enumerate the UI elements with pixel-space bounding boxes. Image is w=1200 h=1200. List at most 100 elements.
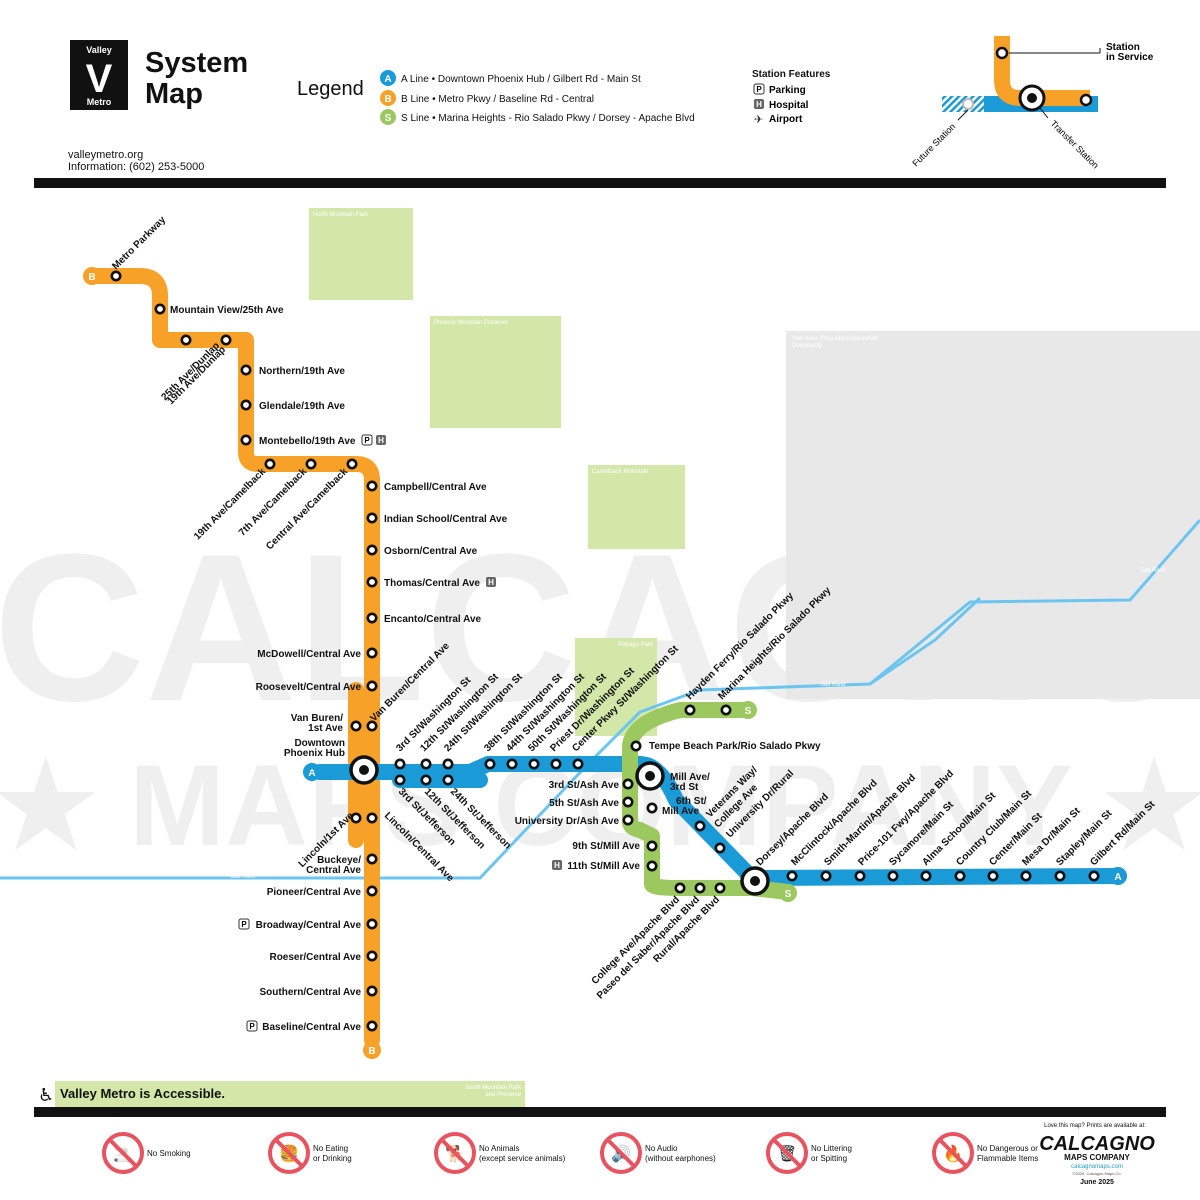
station-dot[interactable]	[366, 985, 378, 997]
station-label[interactable]: 9th St/Mill Ave	[572, 841, 640, 852]
station-label[interactable]: Osborn/Central Ave	[384, 546, 478, 557]
station-dot[interactable]	[394, 774, 406, 786]
station-dot[interactable]	[346, 458, 358, 470]
station-dot[interactable]	[240, 434, 252, 446]
station-dot[interactable]	[366, 612, 378, 624]
hub-label[interactable]: Phoenix Hub	[284, 748, 345, 759]
station-dot[interactable]	[920, 870, 932, 882]
station-label[interactable]: University Dr/Ash Ave	[515, 816, 620, 827]
station-label[interactable]: Northern/19th Ave	[259, 366, 345, 377]
station-dot[interactable]	[854, 870, 866, 882]
station-dot[interactable]	[366, 950, 378, 962]
station-label[interactable]: 5th St/Ash Ave	[549, 798, 619, 809]
station-dot[interactable]	[694, 820, 706, 832]
station-dot[interactable]	[954, 870, 966, 882]
station-label[interactable]: Pioneer/Central Ave	[267, 887, 362, 898]
station-dot[interactable]	[720, 704, 732, 716]
station-label[interactable]: Paseo del Saber/Apache Blvd	[595, 894, 702, 1001]
station-label[interactable]: Tempe Beach Park/Rio Salado Pkwy	[649, 741, 821, 752]
station-label[interactable]: Roeser/Central Ave	[269, 952, 361, 963]
station-dot[interactable]	[572, 758, 584, 770]
station-label[interactable]: Broadway/Central Ave	[256, 920, 362, 931]
station-dot[interactable]	[442, 758, 454, 770]
station-label[interactable]: 25th Ave/Dunlap	[159, 340, 222, 403]
website-link[interactable]: valleymetro.org	[68, 149, 143, 161]
station-label[interactable]: 6th St/	[676, 796, 707, 807]
station-dot[interactable]	[1088, 870, 1100, 882]
station-label[interactable]: Metro Parkway	[110, 214, 168, 272]
station-dot[interactable]	[366, 480, 378, 492]
station-dot[interactable]	[646, 860, 658, 872]
station-dot[interactable]	[420, 758, 432, 770]
station-dot[interactable]	[674, 882, 686, 894]
station-dot[interactable]	[264, 458, 276, 470]
station-dot[interactable]	[350, 812, 362, 824]
hub-label[interactable]: Downtown	[294, 738, 345, 749]
station-dot[interactable]	[366, 853, 378, 865]
station-dot[interactable]	[622, 778, 634, 790]
station-dot[interactable]	[646, 840, 658, 852]
station-dot[interactable]	[305, 458, 317, 470]
station-dot[interactable]	[1020, 870, 1032, 882]
station-dot[interactable]	[110, 270, 122, 282]
station-label[interactable]: Van Buren/	[291, 713, 343, 724]
station-dot[interactable]	[1054, 870, 1066, 882]
station-label[interactable]: 3rd St	[670, 782, 699, 793]
station-dot[interactable]	[366, 544, 378, 556]
station-dot[interactable]	[240, 399, 252, 411]
station-dot[interactable]	[987, 870, 999, 882]
station-dot[interactable]	[420, 774, 432, 786]
station-dot[interactable]	[550, 758, 562, 770]
station-dot[interactable]	[220, 334, 232, 346]
station-label[interactable]: Baseline/Central Ave	[262, 1022, 361, 1033]
station-dot[interactable]	[820, 870, 832, 882]
station-dot[interactable]	[887, 870, 899, 882]
station-dot[interactable]	[366, 720, 378, 732]
station-dot[interactable]	[366, 918, 378, 930]
station-label[interactable]: Encanto/Central Ave	[384, 614, 481, 625]
station-dot[interactable]	[366, 680, 378, 692]
station-dot[interactable]	[366, 647, 378, 659]
station-dot[interactable]	[366, 885, 378, 897]
station-label[interactable]: Roosevelt/Central Ave	[256, 682, 362, 693]
station-dot[interactable]	[484, 758, 496, 770]
station-label[interactable]: Montebello/19th Ave	[259, 436, 356, 447]
station-label[interactable]: McDowell/Central Ave	[257, 649, 361, 660]
station-dot[interactable]	[366, 512, 378, 524]
station-label[interactable]: Buckeye/	[317, 855, 361, 866]
station-dot[interactable]	[180, 334, 192, 346]
station-label[interactable]: Campbell/Central Ave	[384, 482, 487, 493]
station-dot[interactable]	[684, 704, 696, 716]
station-dot[interactable]	[714, 842, 726, 854]
station-dot[interactable]	[394, 758, 406, 770]
station-label[interactable]: Indian School/Central Ave	[384, 514, 508, 525]
station-dot[interactable]	[442, 774, 454, 786]
station-dot[interactable]	[528, 758, 540, 770]
station-dot[interactable]	[622, 814, 634, 826]
station-label[interactable]: Mill Ave	[662, 806, 699, 817]
station-label[interactable]: 3rd St/Ash Ave	[549, 780, 620, 791]
station-dot[interactable]	[154, 303, 166, 315]
station-dot[interactable]	[622, 796, 634, 808]
station-label[interactable]: 19th Ave/Dunlap	[165, 344, 228, 407]
station-dot[interactable]	[646, 802, 658, 814]
station-dot[interactable]	[714, 882, 726, 894]
station-label[interactable]: 1st Ave	[308, 723, 343, 734]
station-dot[interactable]	[240, 364, 252, 376]
station-label[interactable]: Mill Ave/	[670, 772, 710, 783]
station-label[interactable]: 11th St/Mill Ave	[567, 861, 640, 872]
station-dot[interactable]	[366, 576, 378, 588]
station-dot[interactable]	[694, 882, 706, 894]
station-dot[interactable]	[350, 720, 362, 732]
station-dot[interactable]	[786, 870, 798, 882]
station-dot[interactable]	[366, 812, 378, 824]
station-dot[interactable]	[366, 1020, 378, 1032]
station-dot[interactable]	[506, 758, 518, 770]
station-label[interactable]: Glendale/19th Ave	[259, 401, 345, 412]
station-label[interactable]: Thomas/Central Ave	[384, 578, 480, 589]
brand-site-link[interactable]: calcagnomaps.com	[1071, 1164, 1123, 1170]
station-label[interactable]: Mountain View/25th Ave	[170, 305, 284, 316]
station-label[interactable]: Central Ave	[306, 865, 361, 876]
station-dot[interactable]	[630, 740, 642, 752]
station-label[interactable]: Southern/Central Ave	[260, 987, 362, 998]
